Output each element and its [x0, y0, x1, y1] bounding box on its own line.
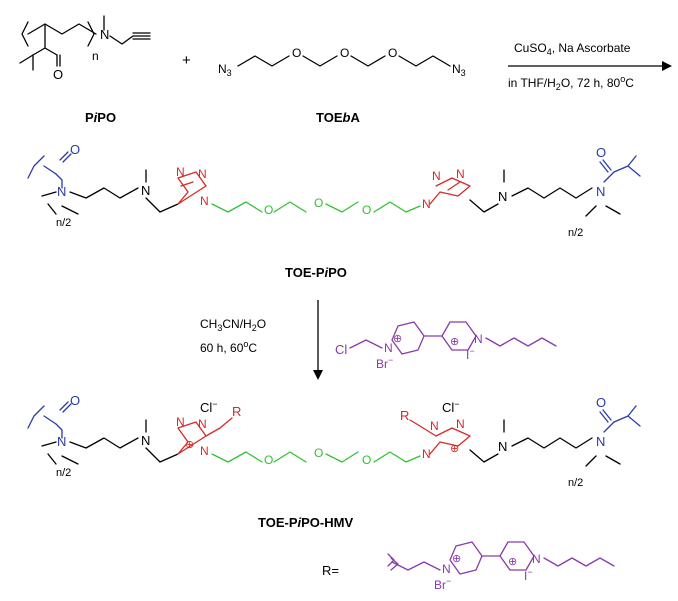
reaction2-conditions-line1: CH3CN/H2O	[200, 317, 266, 333]
r-definition-label: R=	[322, 563, 339, 578]
r-pyridinium-n2: N	[532, 552, 541, 566]
product-right-repeat: n/2	[568, 477, 583, 489]
reaction1-arrow	[508, 61, 672, 71]
product-right-counterion: Cl−	[442, 399, 460, 415]
product-right-amide-n: N	[596, 434, 605, 449]
linker-o3: O	[362, 203, 371, 217]
toe-pipo-label: TOE-PiPO	[285, 265, 347, 280]
ether-o3: O	[388, 46, 397, 60]
ether-o2: O	[340, 46, 349, 60]
toe-pipo-structure: O N N n/2 N N N O O O N N N N O N n/2	[27, 142, 641, 239]
left-triazole-n2: N	[198, 167, 207, 181]
product-linker-o3: O	[362, 453, 371, 467]
reagent-chlorine: Cl	[335, 342, 347, 357]
product-right-triazole-n2: N	[430, 419, 439, 433]
pipo-structure: N O n	[19, 15, 151, 82]
product-right-triazole-n3: N	[456, 417, 465, 431]
r-iodide: I−	[524, 567, 533, 583]
product-right-amine-n: N	[498, 439, 507, 454]
linker-o2: O	[314, 196, 323, 210]
product-left-amine-n: N	[141, 433, 150, 448]
hmv-reagent-structure: Cl N ⊕ ⊕ N Br− I−	[335, 321, 557, 371]
product-linker-o2: O	[314, 446, 323, 460]
reagent-pyridinium-n1: N	[384, 341, 393, 355]
right-repeat: n/2	[568, 227, 583, 239]
r-bromide: Br−	[434, 576, 451, 592]
r-charge2: ⊕	[508, 556, 517, 568]
left-repeat: n/2	[56, 217, 71, 229]
left-amide-n: N	[57, 184, 66, 199]
product-right-carbonyl-o: O	[596, 395, 606, 410]
product-right-r: R	[400, 408, 409, 423]
product-linker-o1: O	[264, 453, 273, 467]
product-left-triazole-n1: N	[176, 415, 185, 429]
right-amine-n: N	[498, 189, 507, 204]
right-triazole-n3: N	[456, 167, 465, 181]
left-amine-n: N	[141, 183, 150, 198]
pipo-repeat-n: n	[92, 49, 99, 63]
right-carbonyl-o: O	[596, 145, 606, 160]
product-left-counterion: Cl−	[200, 399, 218, 415]
product-left-triazole-n2: N	[198, 417, 207, 431]
right-amide-n: N	[596, 184, 605, 199]
toeba-label: TOEbA	[316, 110, 360, 125]
right-triazole-n1: N	[422, 197, 431, 211]
ether-o1: O	[292, 46, 301, 60]
r-group-structure: N ⊕ ⊕ N Br− I−	[387, 541, 615, 592]
product-right-charge: ⊕	[450, 443, 459, 455]
reagent-bromide: Br−	[376, 355, 393, 371]
left-triazole-n3: N	[200, 194, 209, 208]
pipo-label: PiPO	[85, 110, 116, 125]
reagent-iodide: I−	[466, 346, 475, 362]
reaction2-conditions-line2: 60 h, 60oC	[200, 339, 257, 355]
reagent-pyridinium-n2: N	[474, 332, 483, 346]
r-charge1: ⊕	[452, 553, 461, 565]
left-triazole-n1: N	[176, 165, 185, 179]
product-left-r: R	[232, 404, 241, 419]
product-left-repeat: n/2	[56, 467, 71, 479]
plus-sign: +	[182, 52, 191, 69]
r-pyridinium-n1: N	[442, 562, 451, 576]
azide-right: N3	[452, 62, 466, 78]
product-left-triazole-n3: N	[200, 444, 209, 458]
reaction2-arrow	[313, 300, 323, 380]
product-label: TOE-PiPO-HMV	[258, 515, 353, 530]
product-left-charge: ⊕	[185, 439, 194, 451]
product-left-amide-n: N	[57, 434, 66, 449]
product-right-triazole-n1: N	[422, 447, 431, 461]
pipo-carbonyl-o: O	[53, 67, 63, 82]
reaction1-conditions-line1: CuSO4, Na Ascorbate	[514, 41, 631, 57]
product-left-carbonyl-o: O	[70, 393, 80, 408]
reagent-charge2: ⊕	[450, 336, 459, 348]
right-triazole-n2: N	[432, 169, 441, 183]
linker-o1: O	[264, 203, 273, 217]
reagent-charge1: ⊕	[393, 333, 402, 345]
toeba-structure: N3 O O O N3	[218, 46, 466, 78]
reaction1-conditions-line2: in THF/H2O, 72 h, 80oC	[508, 74, 634, 92]
pipo-amine-n: N	[100, 27, 109, 42]
left-carbonyl-o: O	[70, 142, 80, 157]
product-structure: O N N n/2 N N N ⊕ R Cl− O O O N N N ⊕ R …	[27, 393, 641, 489]
azide-left: N3	[218, 62, 232, 78]
